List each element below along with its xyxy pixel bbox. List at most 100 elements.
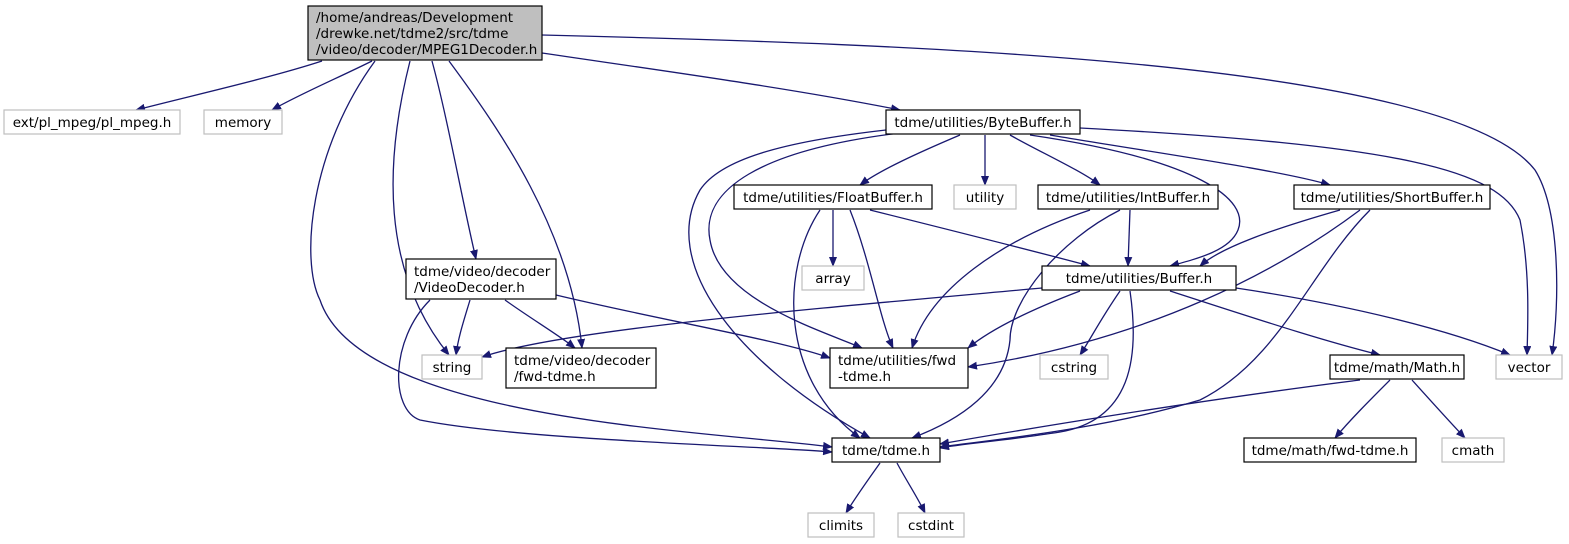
node-floatbuffer[interactable]: tdme/utilities/FloatBuffer.h: [733, 184, 933, 210]
node-box-climits: [807, 512, 875, 538]
node-mathh[interactable]: tdme/math/Math.h: [1329, 354, 1465, 380]
node-shortbuffer[interactable]: tdme/utilities/ShortBuffer.h: [1293, 184, 1491, 210]
edge-shortbuffer-to-buffer: [1199, 209, 1341, 267]
edge-intbuffer-to-buffer: [1124, 209, 1133, 267]
edge-tdmeh-to-climits: [845, 462, 881, 514]
edge-bytebuffer-to-tdmeh: [688, 129, 887, 439]
node-cmath: cmath: [1441, 437, 1505, 463]
edge-root-to-plmpeg: [135, 60, 323, 112]
edge-root-to-tdmeh: [310, 60, 833, 450]
node-label-plmpeg-0: ext/pl_mpeg/pl_mpeg.h: [13, 115, 172, 131]
edge-buffer-to-tdmeh: [939, 290, 1134, 451]
edge-buffer-to-cstring: [1079, 290, 1121, 356]
edges-layer: [135, 34, 1558, 514]
edge-floatbuffer-to-buffer: [869, 209, 1091, 268]
node-climits: climits: [807, 512, 875, 538]
edge-buffer-to-mathh: [1169, 290, 1381, 357]
node-label-cstring-0: cstring: [1051, 360, 1097, 376]
node-label-mathh-0: tdme/math/Math.h: [1334, 360, 1460, 376]
node-label-string-0: string: [433, 360, 472, 376]
node-label-cmath-0: cmath: [1452, 443, 1495, 459]
edge-shortbuffer-to-tdmeh: [939, 209, 1371, 450]
edge-mathh-to-cmath: [1411, 379, 1466, 439]
node-box-videofwd: [505, 347, 657, 389]
edge-buffer-to-string: [481, 287, 1043, 358]
edge-floatbuffer-to-utilfwd: [849, 209, 894, 349]
edge-bytebuffer-to-buffer: [1029, 134, 1241, 268]
node-plmpeg: ext/pl_mpeg/pl_mpeg.h: [3, 109, 181, 135]
edge-intbuffer-to-utilfwd: [910, 209, 1091, 349]
edge-buffer-to-vector: [1235, 287, 1511, 356]
edge-mathh-to-tdmeh: [939, 379, 1361, 447]
node-string: string: [421, 354, 483, 380]
node-box-buffer: [1041, 265, 1237, 291]
node-label-intbuffer-0: tdme/utilities/IntBuffer.h: [1046, 190, 1210, 206]
node-memory: memory: [203, 109, 283, 135]
node-label-array-0: array: [815, 271, 850, 287]
node-box-bytebuffer: [885, 109, 1081, 135]
node-videofwd[interactable]: tdme/video/decoder/fwd-tdme.h: [505, 347, 657, 389]
node-intbuffer[interactable]: tdme/utilities/IntBuffer.h: [1037, 184, 1219, 210]
node-box-intbuffer: [1037, 184, 1219, 210]
node-label-bytebuffer-0: tdme/utilities/ByteBuffer.h: [894, 115, 1071, 131]
node-label-root-1: /drewke.net/tdme2/src/tdme: [316, 26, 508, 42]
edge-root-to-videodecoder: [431, 60, 478, 260]
node-label-utilfwd-0: tdme/utilities/fwd: [838, 353, 956, 369]
edge-root-to-memory: [271, 60, 373, 111]
node-box-cstdint: [897, 512, 965, 538]
node-label-memory-0: memory: [215, 115, 271, 131]
node-label-mathfwd-0: tdme/math/fwd-tdme.h: [1252, 443, 1409, 459]
node-box-string: [421, 354, 483, 380]
node-label-floatbuffer-0: tdme/utilities/FloatBuffer.h: [743, 190, 923, 206]
node-box-mathfwd: [1243, 437, 1417, 463]
edge-bytebuffer-to-shortbuffer: [1049, 134, 1331, 187]
node-box-array: [801, 265, 865, 291]
node-label-videodecoder-0: tdme/video/decoder: [414, 264, 551, 280]
edge-root-to-videofwd: [448, 60, 586, 349]
edge-bytebuffer-to-floatbuffer: [859, 134, 961, 186]
node-root: /home/andreas/Development/drewke.net/tdm…: [307, 5, 543, 61]
node-label-root-2: /video/decoder/MPEG1Decoder.h: [316, 42, 537, 58]
node-tdmeh[interactable]: tdme/tdme.h: [831, 437, 941, 463]
node-label-videodecoder-1: /VideoDecoder.h: [414, 280, 525, 296]
node-box-cstring: [1039, 354, 1109, 380]
edge-videodecoder-to-tdmeh: [397, 299, 833, 456]
node-label-climits-0: climits: [819, 518, 863, 534]
edge-mathh-to-mathfwd: [1334, 379, 1391, 439]
node-box-shortbuffer: [1293, 184, 1491, 210]
node-label-shortbuffer-0: tdme/utilities/ShortBuffer.h: [1301, 190, 1484, 206]
node-box-vector: [1495, 354, 1563, 380]
edge-intbuffer-to-tdmeh: [911, 209, 1121, 439]
node-label-vector-0: vector: [1508, 360, 1551, 376]
edge-bytebuffer-to-intbuffer: [1009, 134, 1101, 186]
node-buffer[interactable]: tdme/utilities/Buffer.h: [1041, 265, 1237, 291]
node-label-utilfwd-1: -tdme.h: [838, 369, 891, 385]
node-vector: vector: [1495, 354, 1563, 380]
node-label-videofwd-0: tdme/video/decoder: [514, 353, 651, 369]
node-bytebuffer[interactable]: tdme/utilities/ByteBuffer.h: [885, 109, 1081, 135]
node-label-buffer-0: tdme/utilities/Buffer.h: [1066, 271, 1212, 287]
node-utilfwd[interactable]: tdme/utilities/fwd-tdme.h: [829, 347, 969, 389]
node-cstdint: cstdint: [897, 512, 965, 538]
node-label-tdmeh-0: tdme/tdme.h: [842, 443, 930, 459]
node-box-utilfwd: [829, 347, 969, 389]
node-label-videofwd-1: /fwd-tdme.h: [514, 369, 596, 385]
node-cstring: cstring: [1039, 354, 1109, 380]
node-mathfwd[interactable]: tdme/math/fwd-tdme.h: [1243, 437, 1417, 463]
edge-floatbuffer-to-tdmeh: [793, 209, 861, 439]
node-box-floatbuffer: [733, 184, 933, 210]
edge-videodecoder-to-string: [453, 299, 471, 356]
node-box-utility: [953, 184, 1017, 210]
edge-videodecoder-to-videofwd: [504, 299, 576, 349]
node-label-root-0: /home/andreas/Development: [316, 10, 513, 26]
edge-buffer-to-utilfwd: [967, 290, 1081, 349]
node-box-cmath: [1441, 437, 1505, 463]
node-box-videodecoder: [405, 258, 557, 300]
edge-root-to-bytebuffer: [541, 52, 901, 113]
edge-videodecoder-to-utilfwd: [555, 294, 831, 359]
node-box-tdmeh: [831, 437, 941, 463]
node-box-mathh: [1329, 354, 1465, 380]
node-box-memory: [203, 109, 283, 135]
node-videodecoder[interactable]: tdme/video/decoder/VideoDecoder.h: [405, 258, 557, 300]
